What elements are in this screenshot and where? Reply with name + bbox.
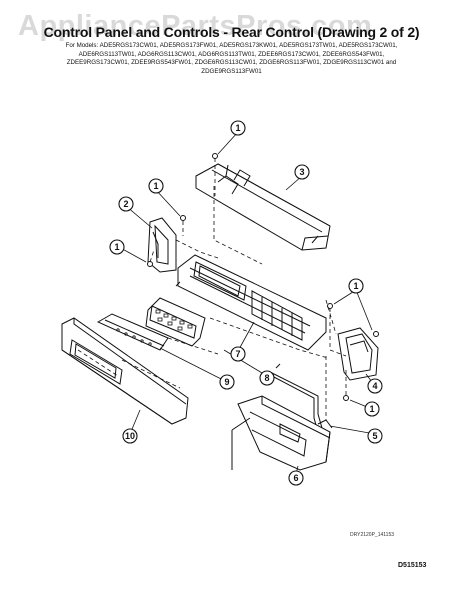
callout-label: 8 <box>264 373 269 383</box>
diagram-title: Control Panel and Controls - Rear Contro… <box>43 24 420 40</box>
page-code: D515153 <box>398 562 427 569</box>
model-line: ZDEE9RGS173CW01, ZDEE9RGS543FW01, ZDGE6R… <box>66 59 397 67</box>
screw-icon <box>147 153 379 401</box>
watermark: AppliancePartsPros.com <box>18 10 373 42</box>
drawing-reference: DRY2120P_141153 <box>350 532 395 538</box>
part-cabinet-top[interactable] <box>231 395 331 471</box>
callout-label: 1 <box>353 281 358 291</box>
callout-label: 7 <box>235 349 240 359</box>
callout-label: 6 <box>293 473 298 483</box>
model-list: For Models: ADE5RGS173CW01, ADE5RGS173FW… <box>0 42 463 76</box>
callout-label: 9 <box>224 377 229 387</box>
part-rear-cover[interactable] <box>195 163 331 251</box>
model-line: ADE6RGS113TW01, ADG6RGS113CW01, ADG6RGS1… <box>78 50 385 58</box>
part-control-housing[interactable] <box>175 254 327 351</box>
part-control-board[interactable] <box>145 297 206 347</box>
diagram-header: Control Panel and Controls - Rear Contro… <box>0 0 463 76</box>
model-line: ZDGE9RGS113FW01 <box>201 67 262 75</box>
part-right-endcap[interactable] <box>337 327 379 381</box>
callout-circles <box>109 120 383 486</box>
model-line: For Models: ADE5RGS173CW01, ADE5RGS173FW… <box>65 42 398 49</box>
callout-label: 1 <box>235 123 240 133</box>
assembly-guides <box>77 158 347 420</box>
part-console-panel[interactable] <box>61 317 189 425</box>
callout-label: 1 <box>369 404 374 414</box>
callout-label: 2 <box>123 199 128 209</box>
callout-label: 4 <box>372 381 377 391</box>
callout-label: 10 <box>125 431 135 441</box>
callout-label: 1 <box>153 181 158 191</box>
callout-label: 1 <box>114 242 119 252</box>
callout-label: 5 <box>372 431 377 441</box>
callout-label: 3 <box>299 167 304 177</box>
